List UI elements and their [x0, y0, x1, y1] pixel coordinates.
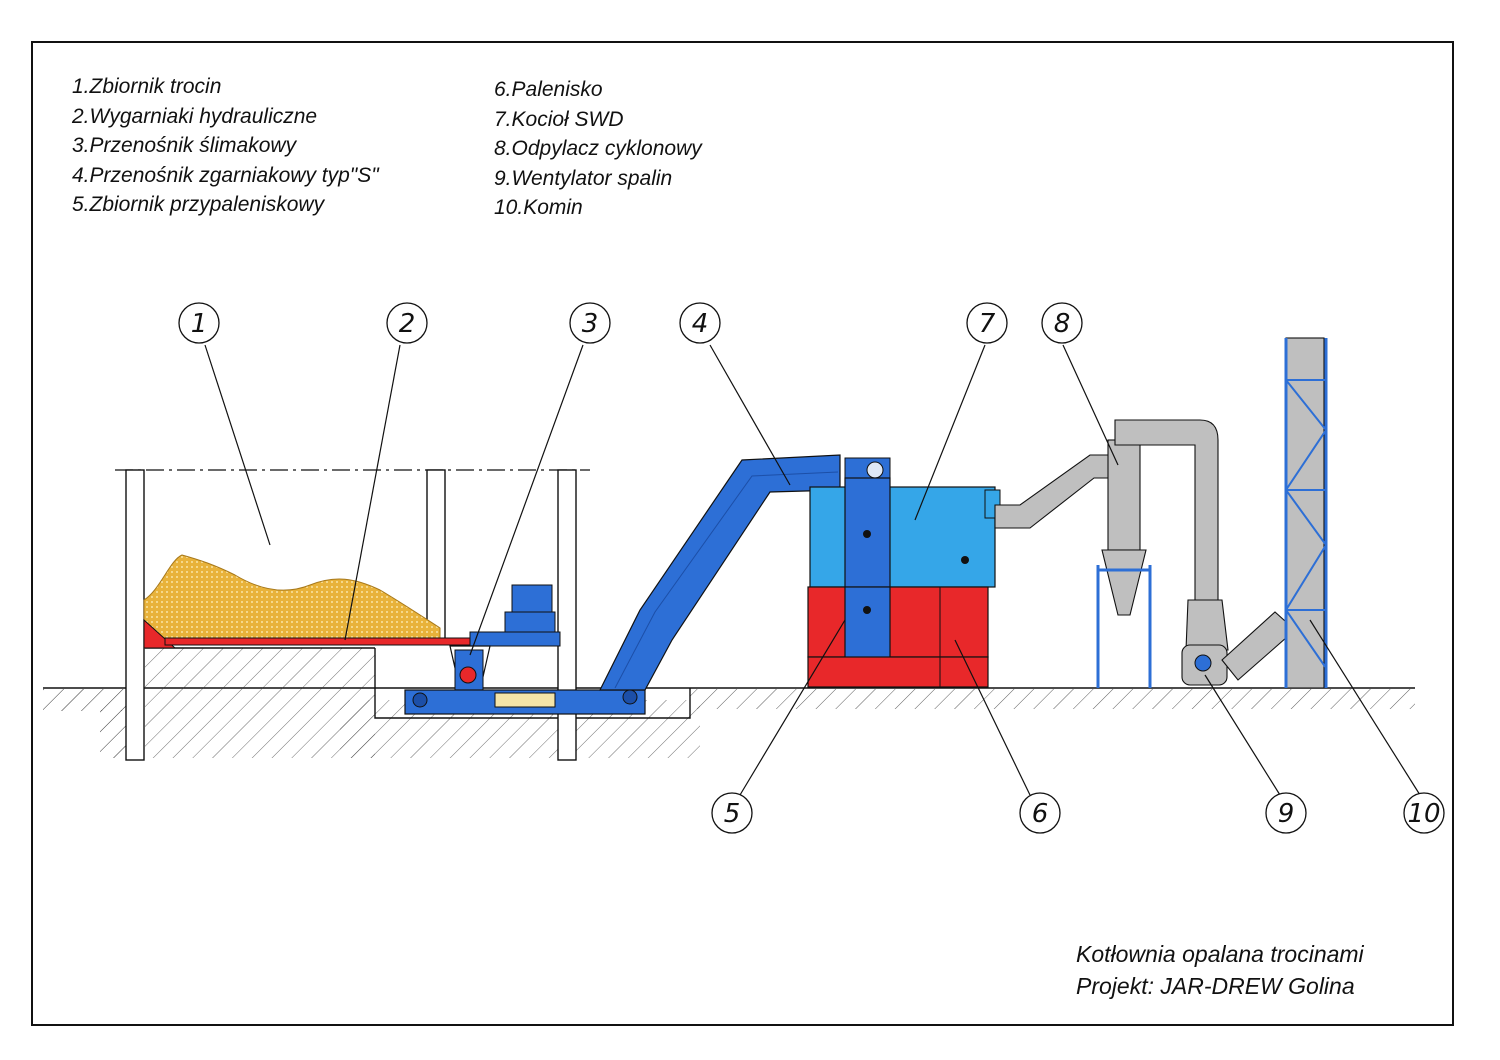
legend-left: 1.Zbiornik trocin 2.Wygarniaki hydraulic…	[72, 72, 379, 220]
caption-project: Projekt: JAR-DREW Golina	[1076, 973, 1355, 999]
cyclone-separator	[994, 419, 1219, 688]
drawing-caption: Kotłownia opalana trocinami Projekt: JAR…	[1076, 938, 1364, 1002]
screw-conveyor	[449, 584, 561, 691]
callout-10: 10	[1403, 792, 1445, 834]
legend-item-2: 2.Wygarniaki hydrauliczne	[72, 104, 318, 128]
sawdust-bunker	[115, 469, 590, 761]
callout-6: 6	[1019, 792, 1061, 834]
sawdust-pile	[143, 554, 441, 643]
svg-text:2: 2	[399, 309, 416, 339]
legend-item-8: 8.Odpylacz cyklonowy	[494, 137, 702, 160]
caption-title: Kotłownia opalana trocinami	[1076, 941, 1364, 967]
callout-5: 5	[711, 792, 753, 834]
svg-text:5: 5	[724, 799, 741, 829]
callout-2: 2	[386, 302, 428, 344]
svg-text:8: 8	[1054, 309, 1071, 339]
legend-item-7: 7.Kocioł SWD	[494, 107, 624, 131]
legend-item-1: 1.Zbiornik trocin	[72, 75, 222, 98]
svg-text:3: 3	[582, 309, 599, 339]
callout-3: 3	[569, 302, 611, 344]
scraper-conveyor-s	[404, 454, 891, 715]
legend-item-4: 4.Przenośnik zgarniakowy typ"S"	[72, 163, 379, 187]
drawing-frame	[31, 41, 1454, 1026]
legend-item-6: 6.Palenisko	[494, 78, 603, 101]
svg-text:6: 6	[1032, 799, 1049, 829]
legend-item-10: 10.Komin	[494, 196, 583, 219]
callout-7: 7	[966, 302, 1008, 344]
svg-text:9: 9	[1278, 799, 1295, 829]
svg-text:1: 1	[191, 309, 208, 339]
legend-right: 6.Palenisko 7.Kocioł SWD 8.Odpylacz cykl…	[494, 75, 702, 223]
hydraulic-scrapers	[143, 618, 476, 649]
callout-4: 4	[679, 302, 721, 344]
legend-item-9: 9.Wentylator spalin	[494, 166, 673, 190]
callout-9: 9	[1265, 792, 1307, 834]
svg-text:4: 4	[692, 309, 709, 339]
chimney	[1284, 337, 1328, 689]
leader-lines	[204, 344, 1421, 796]
svg-text:7: 7	[979, 309, 996, 339]
boiler-swd	[809, 477, 1001, 589]
legend-item-5: 5.Zbiornik przypaleniskowy	[72, 193, 325, 216]
callout-8: 8	[1041, 302, 1083, 344]
callout-1: 1	[178, 302, 220, 344]
svg-text:10: 10	[1407, 799, 1440, 829]
legend-item-3: 3.Przenośnik ślimakowy	[72, 134, 297, 157]
flue-gas-fan	[1181, 599, 1296, 686]
